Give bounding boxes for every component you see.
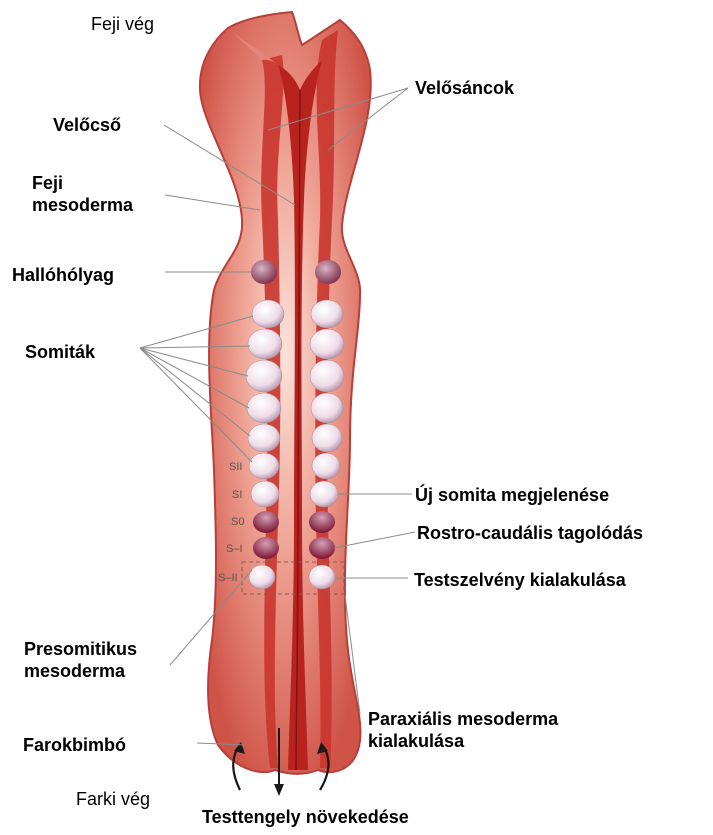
- somite: [311, 393, 343, 423]
- label-somites: Somiták: [25, 341, 95, 363]
- somite-s-minus-2: [249, 565, 275, 589]
- somite: [310, 329, 344, 359]
- somite-s-minus-1: [309, 537, 335, 559]
- label-axis-growth: Testtengely növekedése: [202, 806, 409, 828]
- label-head-end: Feji vég: [91, 13, 154, 35]
- label-neural-folds: Velősáncok: [415, 77, 514, 99]
- somite: [310, 481, 338, 507]
- somite: [248, 329, 282, 359]
- somite: [310, 360, 344, 392]
- stage-tag-s-minus-2: S–II: [218, 572, 238, 584]
- axis-growth-arrowhead: [274, 784, 284, 796]
- label-paraxial-mesoderm: Paraxiális mesoderma kialakulása: [368, 708, 558, 752]
- embryo-body: [200, 12, 371, 774]
- label-tail-end: Farki vég: [76, 788, 150, 810]
- label-tail-bud: Farokbimbó: [23, 734, 126, 756]
- otic-vesicle-left: [251, 260, 277, 284]
- somite: [312, 424, 342, 452]
- stage-tag-si: SI: [232, 489, 242, 501]
- somite: [252, 300, 284, 328]
- stage-tag-s0: S0: [231, 516, 244, 528]
- somite: [246, 360, 282, 392]
- somite: [311, 300, 343, 328]
- somite: [248, 424, 280, 452]
- label-otic-vesicle: Hallóhólyag: [12, 264, 114, 286]
- label-presomitic-mesoderm: Presomitikus mesoderma: [24, 638, 137, 682]
- somite: [251, 481, 279, 507]
- somite-s0: [253, 511, 279, 533]
- label-rostro-caudal: Rostro-caudális tagolódás: [417, 522, 643, 544]
- somite: [247, 393, 281, 423]
- somite: [249, 453, 279, 479]
- label-new-somite: Új somita megjelenése: [415, 484, 609, 506]
- label-segment-formation: Testszelvény kialakulása: [414, 569, 626, 591]
- label-head-mesoderm: Feji mesoderma: [32, 172, 133, 216]
- label-neural-tube: Velőcső: [53, 114, 121, 136]
- somite-s-minus-1: [253, 537, 279, 559]
- stage-tag-sii: SII: [229, 461, 242, 473]
- somite: [312, 453, 340, 479]
- somite-s-minus-2: [309, 565, 335, 589]
- otic-vesicle-right: [315, 260, 341, 284]
- somite-s0: [309, 511, 335, 533]
- stage-tag-s-minus-1: S–I: [226, 543, 243, 555]
